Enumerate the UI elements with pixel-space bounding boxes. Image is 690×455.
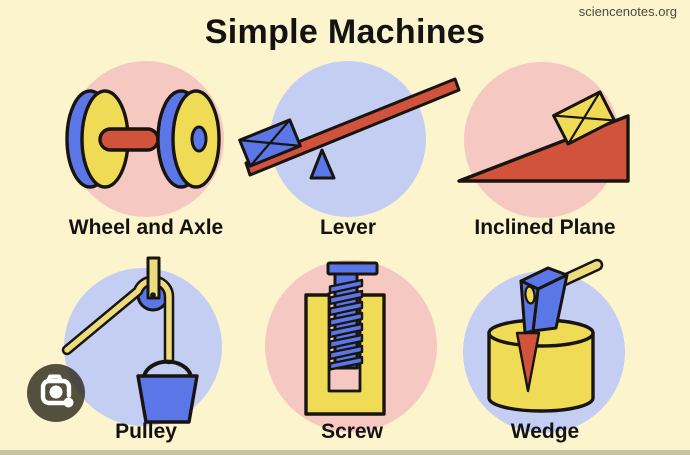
axle-rod	[98, 127, 160, 152]
pulley-support-bar	[146, 256, 161, 300]
pulley-axle-dot	[150, 292, 156, 298]
label-pulley: Pulley	[115, 420, 177, 443]
camera-lens-icon	[40, 374, 74, 408]
screw-head	[326, 261, 379, 276]
label-inclined-plane: Inclined Plane	[474, 216, 616, 239]
wedge-figure	[463, 258, 625, 433]
label-wheel-and-axle: Wheel and Axle	[68, 216, 224, 239]
axe-head-oval	[524, 285, 536, 305]
right-wheel-hub	[190, 125, 208, 153]
lever-fulcrum	[309, 148, 336, 180]
wheel-and-axle-figure	[65, 61, 224, 217]
page-title: Simple Machines	[204, 13, 486, 51]
ramp-load-box	[552, 90, 616, 146]
label-lever: Lever	[319, 216, 377, 239]
lens-search-button[interactable]	[27, 364, 85, 422]
lens-dot-corner	[63, 397, 74, 408]
lever-circle-bg	[270, 61, 426, 217]
screw-threads	[328, 278, 364, 371]
image-bottom-edge	[0, 450, 690, 455]
screw-figure	[265, 260, 437, 432]
lever-load-box	[238, 118, 302, 168]
bucket-handle	[142, 359, 193, 377]
lens-dot-center	[49, 385, 63, 399]
label-wedge: Wedge	[510, 420, 580, 443]
log-body	[487, 331, 595, 413]
inclined-plane-figure	[457, 62, 630, 218]
bucket	[136, 374, 199, 424]
lever-beam	[244, 77, 461, 177]
pulley-figure	[61, 256, 222, 426]
label-screw: Screw	[321, 420, 383, 443]
watermark-text: sciencenotes.org	[578, 4, 677, 19]
lever-figure	[238, 61, 461, 217]
